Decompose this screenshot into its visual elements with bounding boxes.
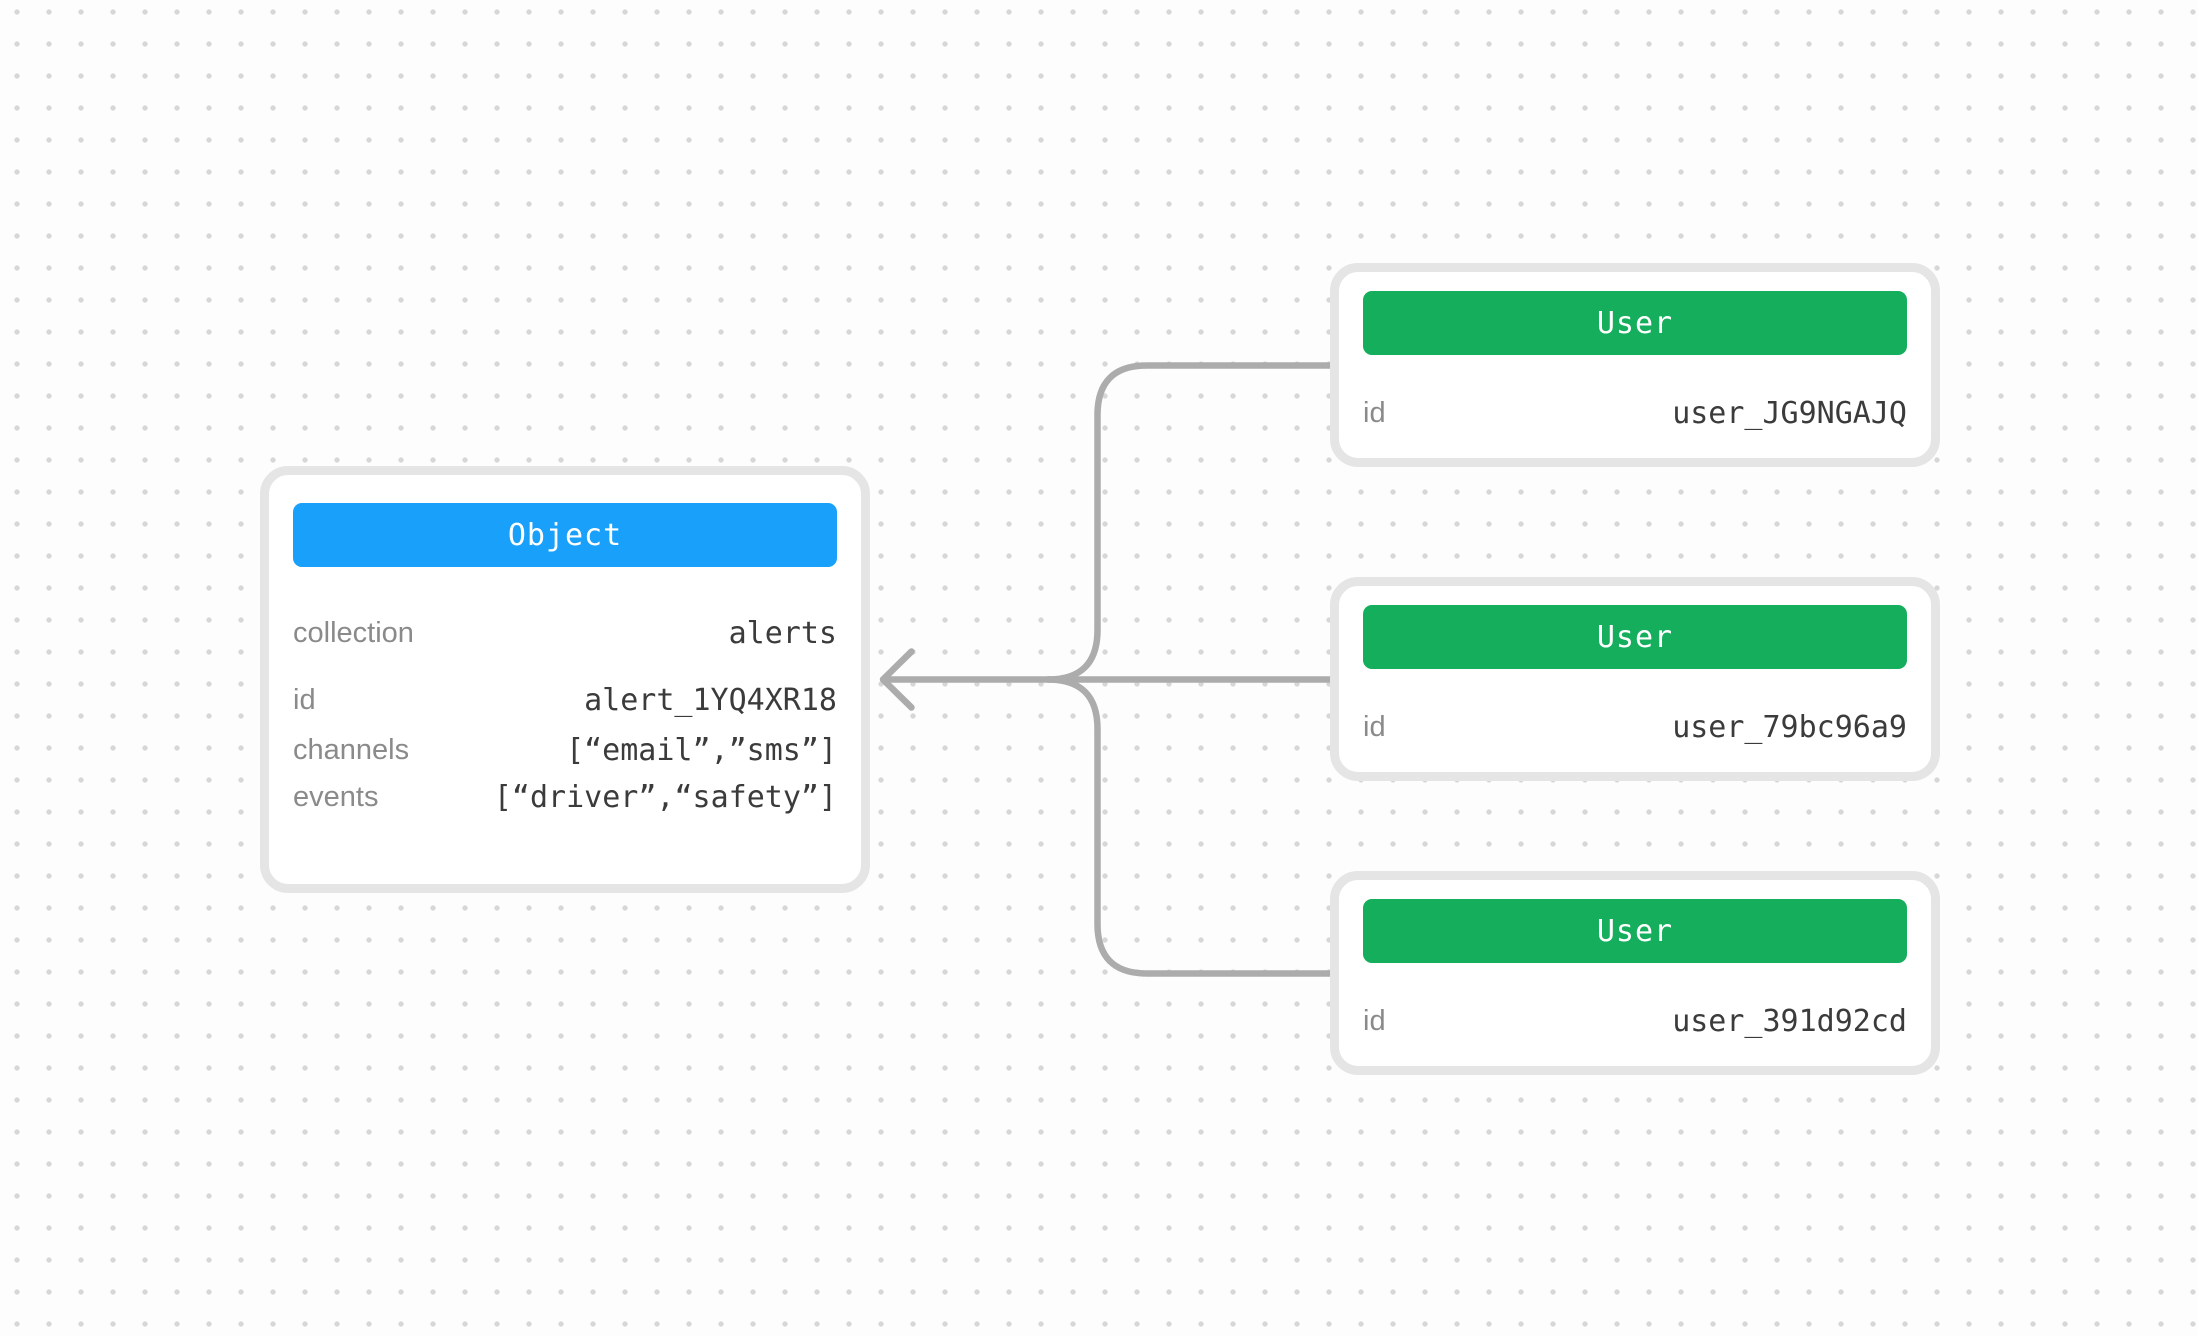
object-field-events: events [“driver”,“safety”] [293, 779, 837, 815]
object-node-header: Object [293, 503, 837, 567]
user-field-id: id user_JG9NGAJQ [1363, 395, 1907, 431]
field-value: [“driver”,“safety”] [493, 779, 837, 815]
user-node-header: User [1363, 291, 1907, 355]
field-label: id [1363, 710, 1386, 743]
field-label: id [293, 683, 316, 716]
field-label: channels [293, 733, 410, 766]
user-node-3[interactable]: User id user_391d92cd [1330, 871, 1940, 1075]
field-value: user_JG9NGAJQ [1672, 395, 1907, 431]
field-value: alerts [728, 615, 837, 651]
field-label: id [1363, 1004, 1386, 1037]
user-node-1[interactable]: User id user_JG9NGAJQ [1330, 263, 1940, 467]
field-label: id [1363, 396, 1386, 429]
object-field-id: id alert_1YQ4XR18 [293, 682, 837, 718]
connector-user1-to-object [1044, 362, 1337, 683]
field-value: user_79bc96a9 [1672, 709, 1907, 745]
arrowhead-icon [879, 648, 915, 711]
object-node-title: Object [507, 517, 623, 553]
user-node-header: User [1363, 605, 1907, 669]
object-field-collection: collection alerts [293, 615, 837, 651]
field-value: user_391d92cd [1672, 1003, 1907, 1039]
object-node[interactable]: Object collection alerts id alert_1YQ4XR… [260, 466, 870, 893]
user-node-title: User [1596, 305, 1674, 341]
field-value: alert_1YQ4XR18 [584, 682, 837, 718]
field-label: events [293, 780, 379, 813]
user-node-header: User [1363, 899, 1907, 963]
user-node-title: User [1596, 913, 1674, 949]
user-node-2[interactable]: User id user_79bc96a9 [1330, 577, 1940, 781]
connector-user3-to-object [1044, 676, 1337, 977]
field-value: [“email”,”sms”] [566, 732, 837, 768]
object-field-channels: channels [“email”,”sms”] [293, 732, 837, 768]
user-node-title: User [1596, 619, 1674, 655]
user-field-id: id user_391d92cd [1363, 1003, 1907, 1039]
field-label: collection [293, 616, 414, 649]
user-field-id: id user_79bc96a9 [1363, 709, 1907, 745]
